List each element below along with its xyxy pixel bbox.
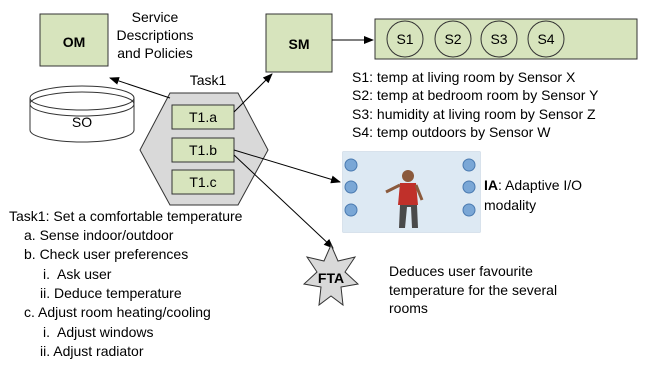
subtask-label: T1.c bbox=[189, 174, 216, 190]
ia-nav-buttons-left bbox=[344, 158, 358, 217]
ia-label: IA bbox=[484, 177, 498, 193]
sensor-legend-line: S4: temp outdoors by Sensor W bbox=[352, 124, 551, 140]
avatar-figure bbox=[385, 170, 424, 228]
arrow-t1b-to-fta bbox=[233, 154, 334, 249]
arrow-t1b-to-ia bbox=[233, 149, 341, 184]
fta-desc-2: temperature for the several bbox=[389, 282, 557, 298]
sensor-s2: S2 bbox=[434, 20, 472, 58]
sensor-label: S1 bbox=[396, 31, 413, 47]
fta-node: FTA bbox=[302, 243, 360, 307]
subtask-t1b: T1.b bbox=[171, 137, 235, 163]
sm-label: SM bbox=[289, 36, 310, 52]
task-list-item: b. Check user preferences bbox=[24, 246, 188, 262]
fta-desc-1: Deduces user favourite bbox=[389, 263, 533, 279]
subtask-label: T1.b bbox=[189, 142, 217, 158]
task-list-item: ii. Adjust radiator bbox=[40, 343, 144, 359]
so-label: SO bbox=[72, 114, 92, 130]
sensor-label: S4 bbox=[537, 31, 554, 47]
sensor-legend-line: S3: humidity at living room by Sensor Z bbox=[352, 106, 596, 122]
ia-nav-buttons-right bbox=[462, 158, 476, 217]
task-list-item: i. Ask user bbox=[43, 266, 112, 282]
om-caption-1: Service bbox=[132, 9, 179, 25]
ia-caption-line-1: IA: Adaptive I/O bbox=[484, 177, 582, 193]
sensor-legend-line: S2: temp at bedroom room by Sensor Y bbox=[352, 87, 599, 103]
om-caption-3: and Policies bbox=[117, 45, 193, 61]
ia-desc-2: modality bbox=[484, 197, 536, 213]
task-list-heading: Task1: Set a comfortable temperature bbox=[9, 208, 243, 224]
task-list-item: ii. Deduce temperature bbox=[40, 285, 182, 301]
subtask-t1a: T1.a bbox=[171, 104, 235, 130]
ia-desc-1: : Adaptive I/O bbox=[498, 177, 582, 193]
subtask-label: T1.a bbox=[189, 109, 217, 125]
sensor-legend-line: S1: temp at living room by Sensor X bbox=[352, 69, 576, 85]
om-label: OM bbox=[63, 34, 86, 50]
arrow-t1a-to-sm bbox=[233, 73, 273, 113]
sensor-s4: S4 bbox=[527, 20, 565, 58]
subtask-t1c: T1.c bbox=[171, 169, 235, 195]
sensor-s3: S3 bbox=[480, 20, 518, 58]
so-database: SO bbox=[29, 85, 135, 143]
sensor-label: S2 bbox=[444, 31, 461, 47]
arrow-task-to-om bbox=[109, 77, 171, 99]
sensor-s1: S1 bbox=[386, 20, 424, 58]
sensor-group: S1 S2 S3 S4 bbox=[374, 18, 638, 60]
sensor-label: S3 bbox=[490, 31, 507, 47]
fta-desc-3: rooms bbox=[389, 300, 428, 316]
ia-avatar-screen bbox=[342, 151, 481, 233]
om-node: OM bbox=[39, 13, 109, 67]
task-list-item: i. Adjust windows bbox=[43, 324, 154, 340]
task-title: Task1 bbox=[190, 72, 227, 88]
task-list-item: c. Adjust room heating/cooling bbox=[24, 304, 211, 320]
fta-label: FTA bbox=[318, 270, 344, 286]
task-list-item: a. Sense indoor/outdoor bbox=[24, 227, 174, 243]
om-caption-2: Descriptions bbox=[116, 27, 193, 43]
sm-node: SM bbox=[265, 13, 333, 73]
